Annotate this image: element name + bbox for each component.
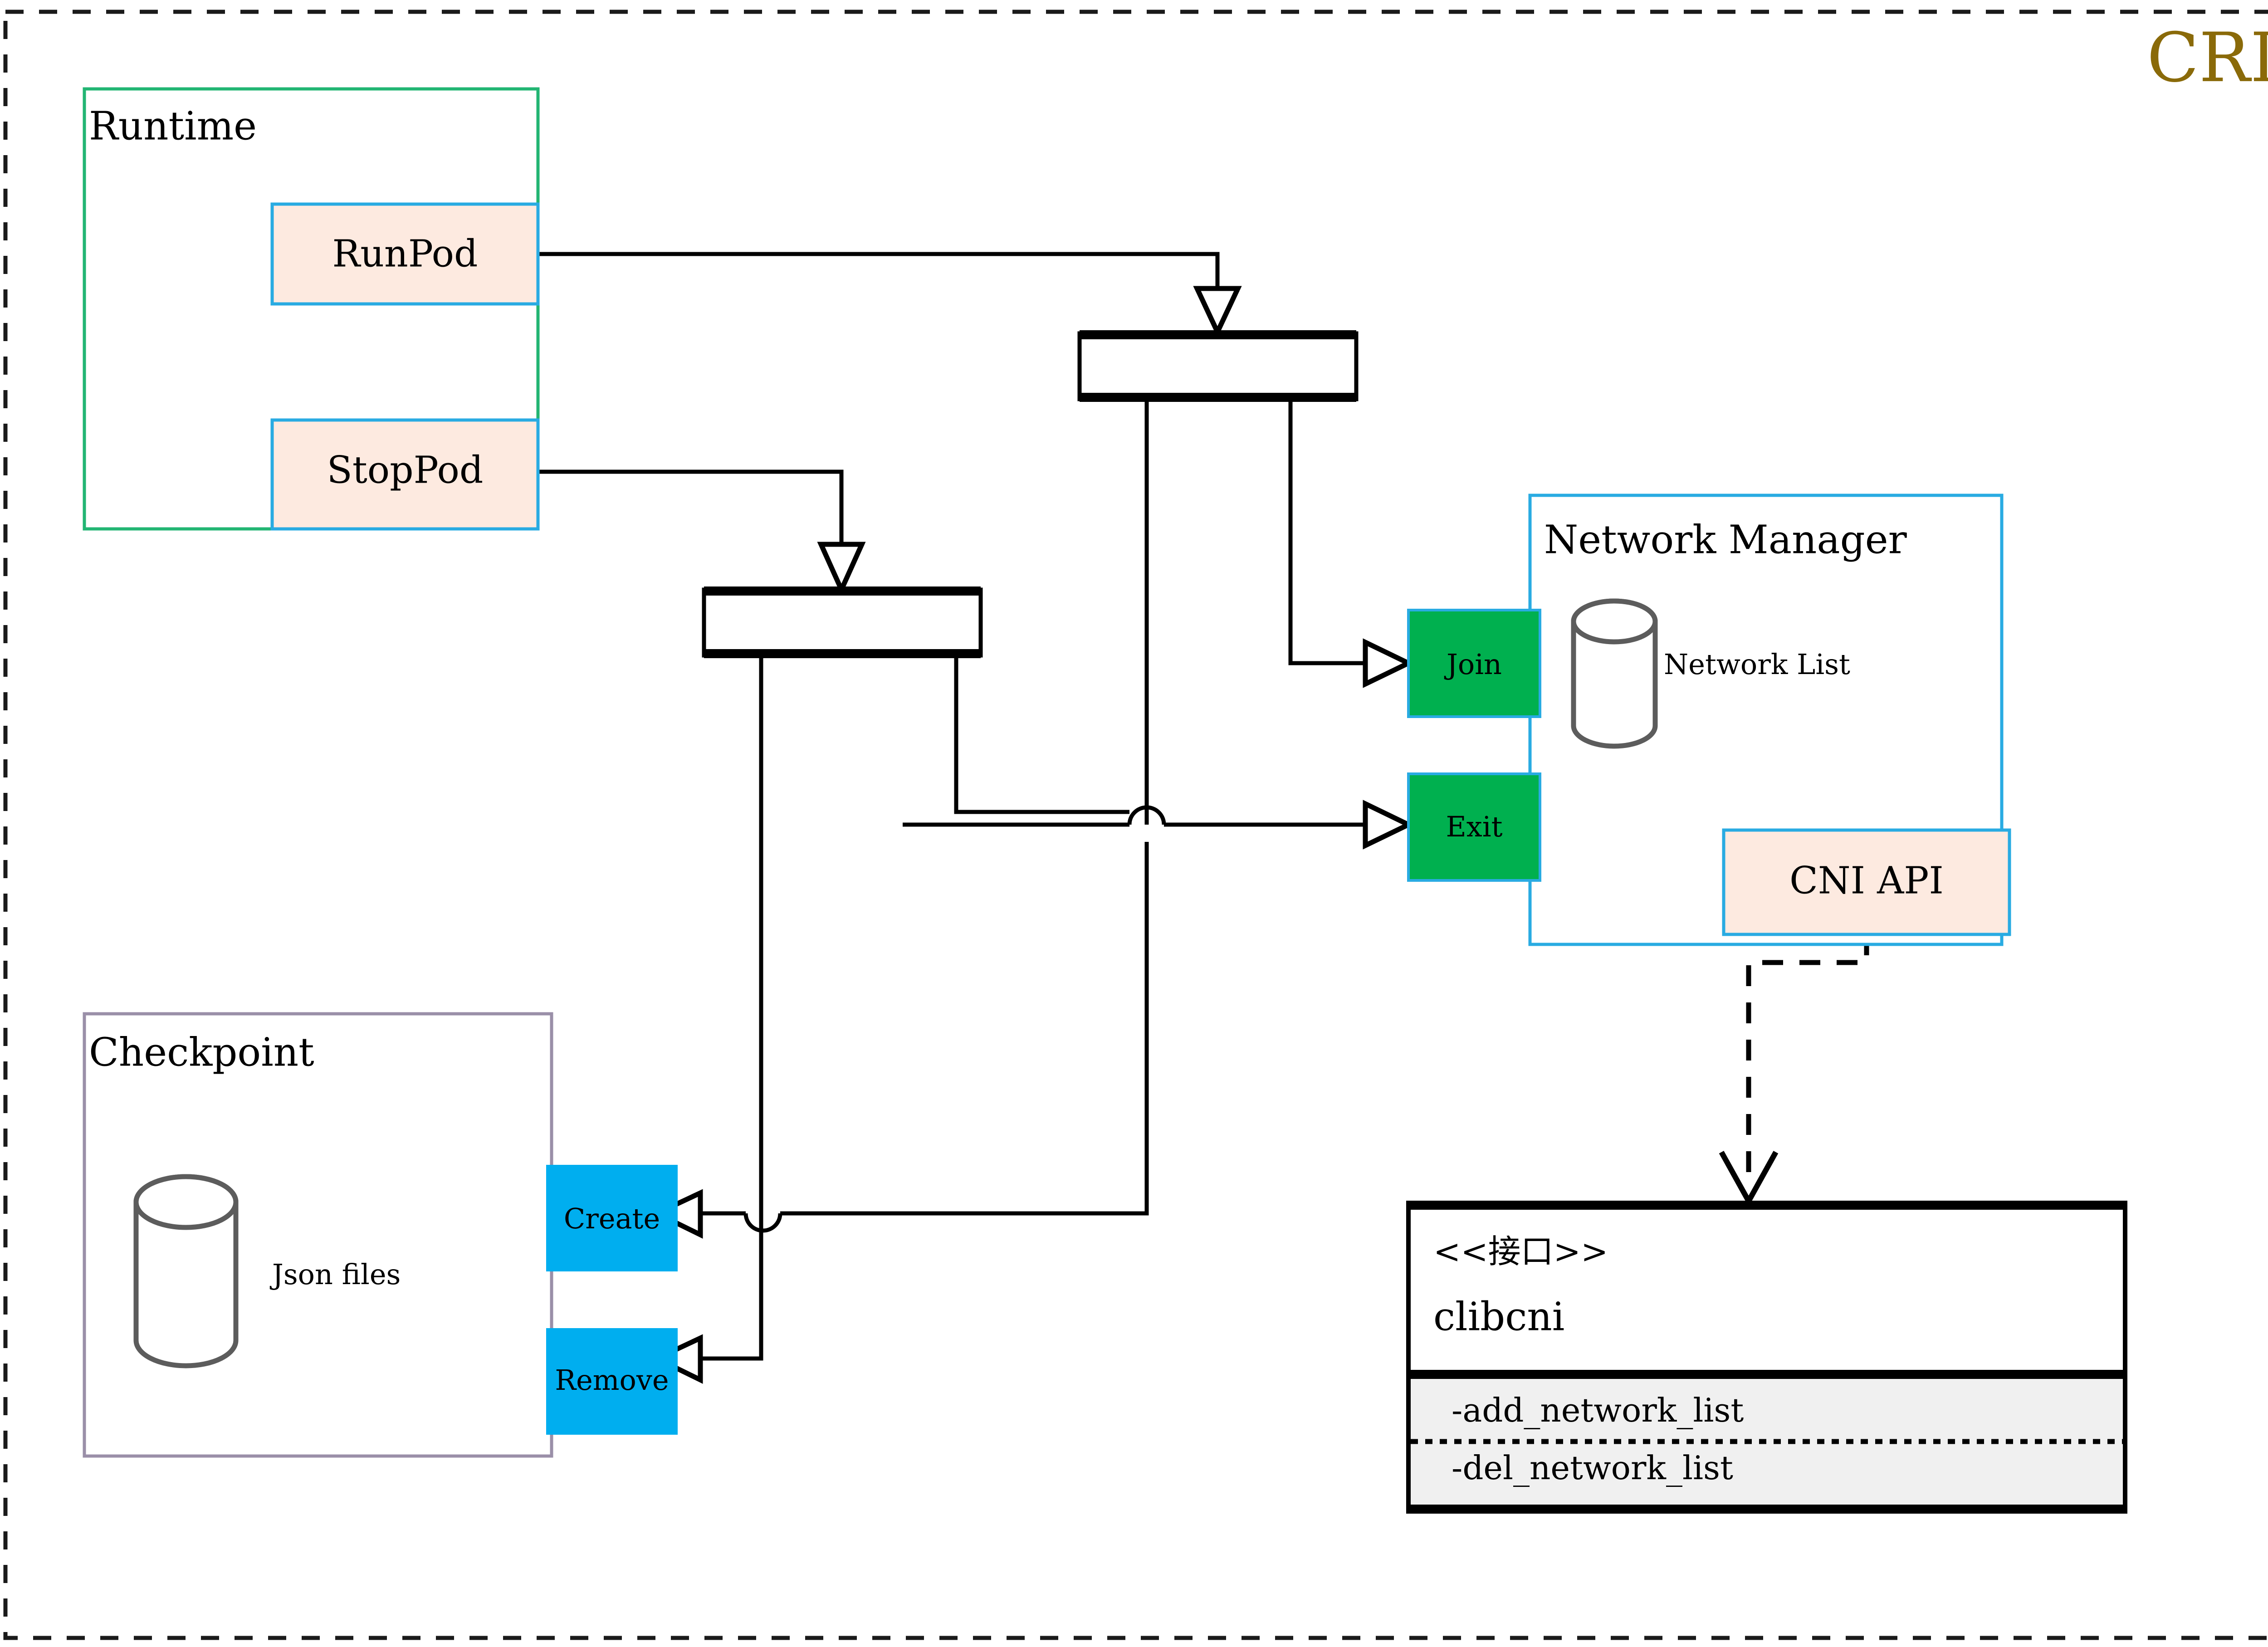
node-runpod[interactable]: RunPod xyxy=(270,202,540,306)
arrowhead-exit xyxy=(1363,800,1414,850)
json-files-cylinder-icon xyxy=(133,1174,239,1368)
outer-frame xyxy=(3,10,2268,1640)
connector-lowerfork-left-to-remove xyxy=(699,658,763,1361)
arrowhead-stoppod-fork xyxy=(817,542,866,596)
line-hop-create xyxy=(743,1213,782,1233)
exit-label: Exit xyxy=(1446,810,1503,843)
group-network-manager: Network Manager Network List CNI API xyxy=(1528,494,2011,946)
stoppod-label: StopPod xyxy=(327,449,484,492)
fork-bar-upper xyxy=(1077,330,1359,402)
network-list-label: Network List xyxy=(1664,648,1850,681)
node-stoppod[interactable]: StopPod xyxy=(270,418,540,531)
checkpoint-label: Checkpoint xyxy=(89,1030,314,1075)
remove-box[interactable] xyxy=(546,1328,678,1435)
json-files-label: Json files xyxy=(269,1258,401,1291)
connector-lowerfork-right xyxy=(954,658,1129,814)
create-box[interactable] xyxy=(546,1165,678,1271)
arrowhead-create xyxy=(651,1189,703,1239)
connector-cniapi-to-clibcni xyxy=(1746,934,1869,1175)
group-checkpoint: Checkpoint Json files xyxy=(83,1012,553,1458)
connector-stoppod-to-fork xyxy=(538,469,844,544)
runpod-box[interactable] xyxy=(270,202,540,306)
join-box[interactable] xyxy=(1407,609,1541,718)
network-list-cylinder-icon xyxy=(1571,598,1658,749)
arrowhead-runpod-fork xyxy=(1193,286,1242,338)
interface-clibcni[interactable]: <<接口>> clibcni -add_network_list -del_ne… xyxy=(1406,1201,2127,1514)
clibcni-stereotype: <<接口>> xyxy=(1433,1232,1608,1271)
connector-create-vertical xyxy=(780,842,1149,1216)
clibcni-method-0: -add_network_list xyxy=(1452,1391,1744,1429)
clibcni-name: clibcni xyxy=(1433,1295,1564,1340)
stoppod-box[interactable] xyxy=(270,418,540,531)
exit-box[interactable] xyxy=(1407,772,1541,882)
runpod-label: RunPod xyxy=(332,233,478,276)
clibcni-method-1: -del_network_list xyxy=(1452,1449,1733,1487)
runtime-label: Runtime xyxy=(89,104,257,149)
create-label: Create xyxy=(564,1202,660,1235)
action-join[interactable]: Join xyxy=(1407,609,1541,718)
cni-api-box[interactable] xyxy=(1722,828,2011,936)
node-cni-api[interactable]: CNI API xyxy=(1722,828,2011,936)
connector-upperfork-right-to-join xyxy=(1288,399,1365,665)
arrowhead-join xyxy=(1363,638,1414,688)
action-exit[interactable]: Exit xyxy=(1407,772,1541,882)
connector-runpod-to-fork xyxy=(538,252,1220,290)
line-hop-exit xyxy=(1127,805,1166,825)
action-create[interactable]: Create xyxy=(546,1165,678,1271)
remove-label: Remove xyxy=(555,1364,669,1397)
fork-bar-lower xyxy=(702,586,983,658)
join-label: Join xyxy=(1444,648,1502,681)
network-manager-label: Network Manager xyxy=(1544,518,1907,563)
cni-api-label: CNI API xyxy=(1789,860,1944,903)
page-title: CRI xyxy=(2147,19,2268,98)
arrowhead-remove xyxy=(651,1334,703,1384)
action-remove[interactable]: Remove xyxy=(546,1328,678,1435)
